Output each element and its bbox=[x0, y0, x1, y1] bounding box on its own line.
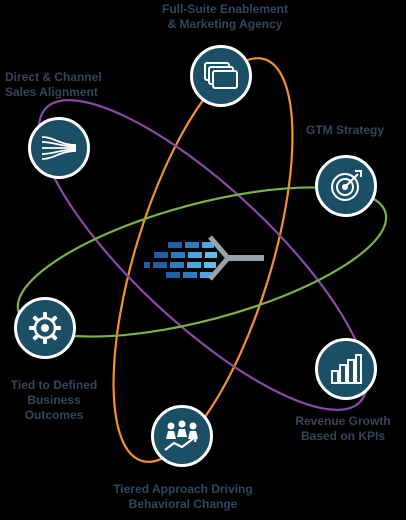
label-outcomes: Tied to Defined Business Outcomes bbox=[10, 378, 98, 422]
gear-icon bbox=[29, 312, 61, 344]
label-revenue: Revenue Growth Based on KPIs bbox=[295, 414, 391, 443]
orbit-purple bbox=[37, 99, 369, 411]
label-tiered: Tiered Approach Driving Behavioral Chang… bbox=[113, 482, 253, 511]
node-agency bbox=[190, 45, 252, 107]
label-gtm: GTM Strategy bbox=[305, 123, 384, 137]
label-agency: Full-Suite Enablement & Marketing Agency bbox=[161, 2, 288, 31]
node-revenue bbox=[315, 338, 377, 400]
layers-icon bbox=[204, 62, 238, 89]
label-sales: Direct & Channel Sales Alignment bbox=[5, 70, 102, 99]
node-tiered bbox=[151, 405, 213, 467]
orbit-orange bbox=[112, 57, 294, 463]
target-icon bbox=[331, 170, 362, 201]
node-gtm bbox=[315, 155, 377, 217]
arrow-blocks-logo bbox=[144, 235, 264, 281]
node-sales bbox=[28, 117, 90, 179]
bar-chart-icon bbox=[331, 354, 362, 384]
node-outcomes bbox=[14, 297, 76, 359]
flow-lines-icon bbox=[41, 136, 77, 160]
team-growth-icon bbox=[164, 420, 198, 451]
